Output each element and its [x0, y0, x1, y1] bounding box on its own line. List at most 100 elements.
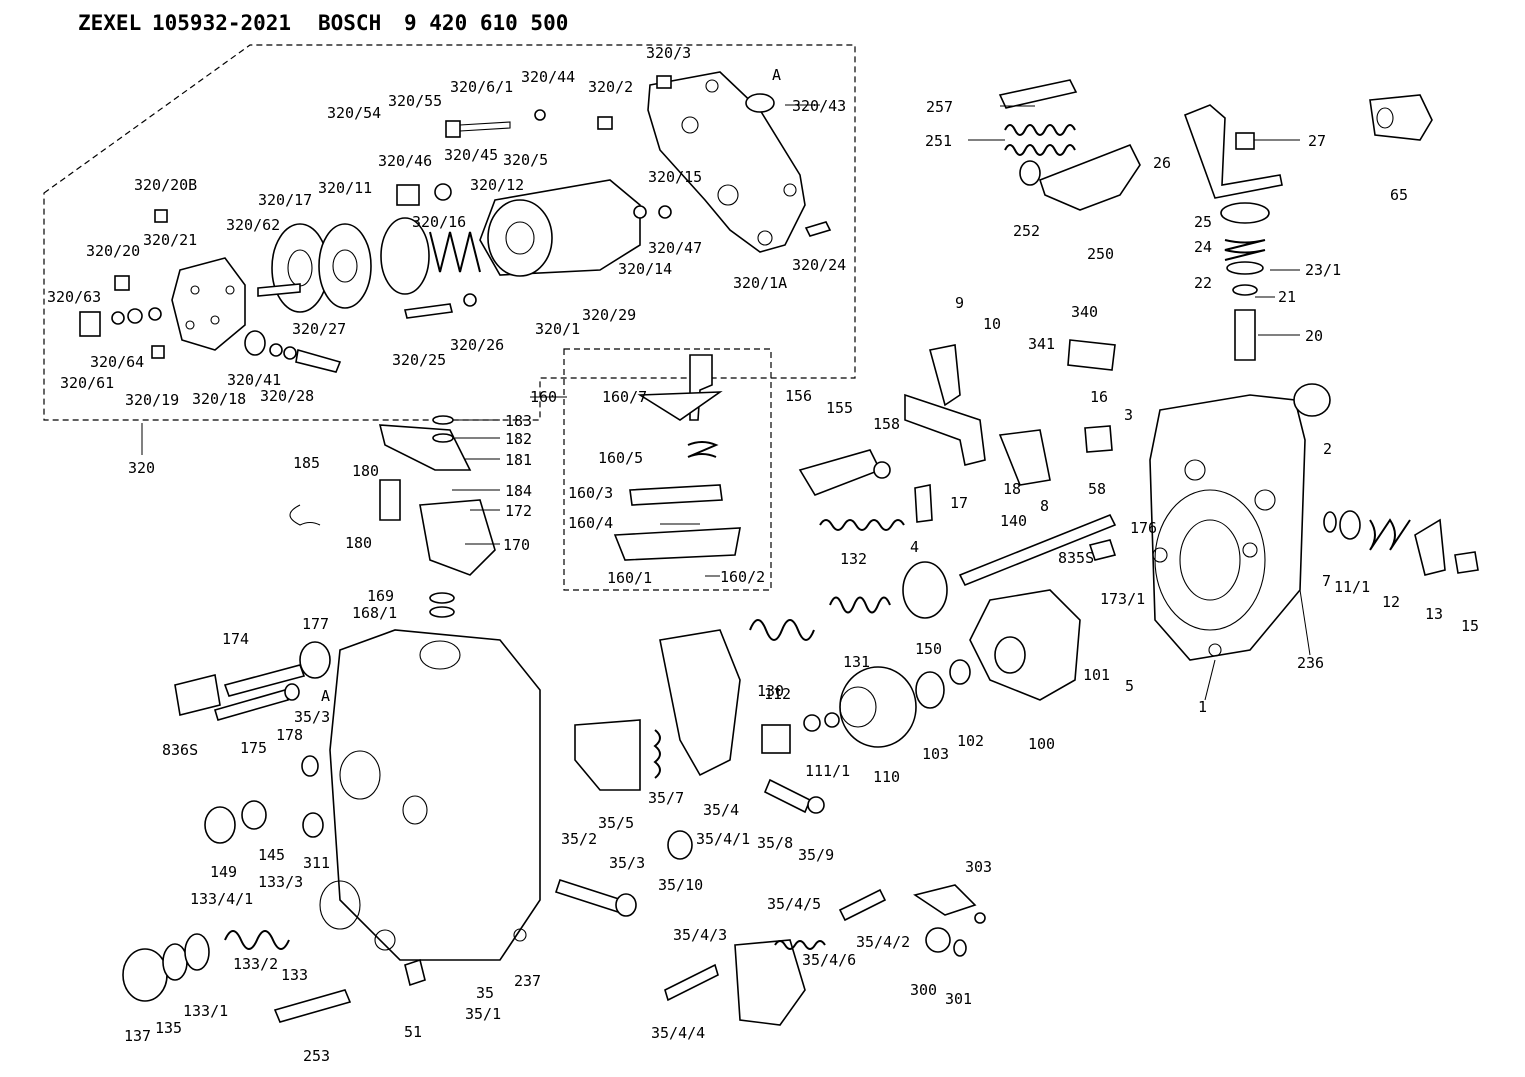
label-257: 257 — [926, 98, 953, 116]
label-111-1: 111/1 — [805, 762, 850, 780]
label-10: 10 — [983, 315, 1001, 333]
label-35-4: 35/4 — [703, 801, 739, 819]
label-170: 170 — [503, 536, 530, 554]
label-27: 27 — [1308, 132, 1326, 150]
label-133-4-1: 133/4/1 — [190, 890, 253, 908]
header-brand-zexel: ZEXEL — [78, 11, 141, 35]
label-181: 181 — [505, 451, 532, 469]
label-35-4-5: 35/4/5 — [767, 895, 821, 913]
label-185: 185 — [293, 454, 320, 472]
label-5: 5 — [1125, 677, 1134, 695]
label-133-2: 133/2 — [233, 955, 278, 973]
label-35-10: 35/10 — [658, 876, 703, 894]
label-35-4-1: 35/4/1 — [696, 830, 750, 848]
label-320-15: 320/15 — [648, 168, 702, 186]
label-160-7: 160/7 — [602, 388, 647, 406]
label-160-3: 160/3 — [568, 484, 613, 502]
label-35-4-2: 35/4/2 — [856, 933, 910, 951]
label-160-1: 160/1 — [607, 569, 652, 587]
label-35-9: 35/9 — [798, 846, 834, 864]
label-236: 236 — [1297, 654, 1324, 672]
label-174: 174 — [222, 630, 249, 648]
label-7: 7 — [1322, 572, 1331, 590]
label-320-16: 320/16 — [412, 213, 466, 231]
assembly-320-parts — [79, 71, 832, 373]
label-17: 17 — [950, 494, 968, 512]
label-320-18: 320/18 — [192, 390, 246, 408]
label-320-25: 320/25 — [392, 351, 446, 369]
label-21: 21 — [1278, 288, 1296, 306]
label-112: 112 — [764, 685, 791, 703]
label-252: 252 — [1013, 222, 1040, 240]
label-303: 303 — [965, 858, 992, 876]
label-25: 25 — [1194, 213, 1212, 231]
label-184: 184 — [505, 482, 532, 500]
label-320-64: 320/64 — [90, 353, 144, 371]
label-58: 58 — [1088, 480, 1106, 498]
lever-parts — [289, 339, 1479, 619]
label-2: 2 — [1323, 440, 1332, 458]
label-172: 172 — [505, 502, 532, 520]
label-301: 301 — [945, 990, 972, 1008]
label-320-27: 320/27 — [292, 320, 346, 338]
header-bosch-part-number: 9 420 610 500 — [404, 11, 568, 35]
label-320-47: 320/47 — [648, 239, 702, 257]
label-320-43: 320/43 — [792, 97, 846, 115]
label-177: 177 — [302, 615, 329, 633]
label-320-3: 320/3 — [646, 44, 691, 62]
label-178: 178 — [276, 726, 303, 744]
label-320-62: 320/62 — [226, 216, 280, 234]
label-133-3: 133/3 — [258, 873, 303, 891]
label-176: 176 — [1130, 519, 1157, 537]
label-156: 156 — [785, 387, 812, 405]
label-251: 251 — [925, 132, 952, 150]
label-320-44: 320/44 — [521, 68, 575, 86]
label-3: 3 — [1124, 406, 1133, 424]
label-35-7: 35/7 — [648, 789, 684, 807]
label-320-29: 320/29 — [582, 306, 636, 324]
pump-housing-236 — [1149, 383, 1331, 661]
label-35-2: 35/2 — [561, 830, 597, 848]
drive-parts — [574, 589, 1081, 860]
label-13: 13 — [1425, 605, 1443, 623]
label-1: 1 — [1198, 698, 1207, 716]
label-320-12: 320/12 — [470, 176, 524, 194]
label-158: 158 — [873, 415, 900, 433]
label-169: 169 — [367, 587, 394, 605]
label-320-11: 320/11 — [318, 179, 372, 197]
label-320-17: 320/17 — [258, 191, 312, 209]
label-133-1: 133/1 — [183, 1002, 228, 1020]
label-180-upper: 180 — [352, 462, 379, 480]
label-160: 160 — [530, 388, 557, 406]
label-320-20B: 320/20B — [134, 176, 197, 194]
label-320-6-1: 320/6/1 — [450, 78, 513, 96]
label-110: 110 — [873, 768, 900, 786]
label-149: 149 — [210, 863, 237, 881]
header: ZEXEL 105932-2021 BOSCH 9 420 610 500 — [78, 11, 568, 35]
label-320-55: 320/55 — [388, 92, 442, 110]
label-168-1: 168/1 — [352, 604, 397, 622]
label-320-21: 320/21 — [143, 231, 197, 249]
label-132: 132 — [840, 550, 867, 568]
label-35-1: 35/1 — [465, 1005, 501, 1023]
label-182: 182 — [505, 430, 532, 448]
label-175: 175 — [240, 739, 267, 757]
label-320-61: 320/61 — [60, 374, 114, 392]
label-160-2: 160/2 — [720, 568, 765, 586]
label-A-top: A — [772, 66, 781, 84]
label-35-3-lower: 35/3 — [609, 854, 645, 872]
label-180-lower: 180 — [345, 534, 372, 552]
label-341: 341 — [1028, 335, 1055, 353]
label-160-5: 160/5 — [598, 449, 643, 467]
label-320-63: 320/63 — [47, 288, 101, 306]
label-183: 183 — [505, 412, 532, 430]
label-320-46: 320/46 — [378, 152, 432, 170]
label-150: 150 — [915, 640, 942, 658]
label-24: 24 — [1194, 238, 1212, 256]
part-labels: 320/3 A 320/2 320/43 320/44 320/6/1 320/… — [47, 44, 1479, 1065]
label-35-4-6: 35/4/6 — [802, 951, 856, 969]
label-835S: 835S — [1058, 549, 1094, 567]
label-35-3-upper: 35/3 — [294, 708, 330, 726]
label-836S: 836S — [162, 741, 198, 759]
label-35-4-4: 35/4/4 — [651, 1024, 705, 1042]
